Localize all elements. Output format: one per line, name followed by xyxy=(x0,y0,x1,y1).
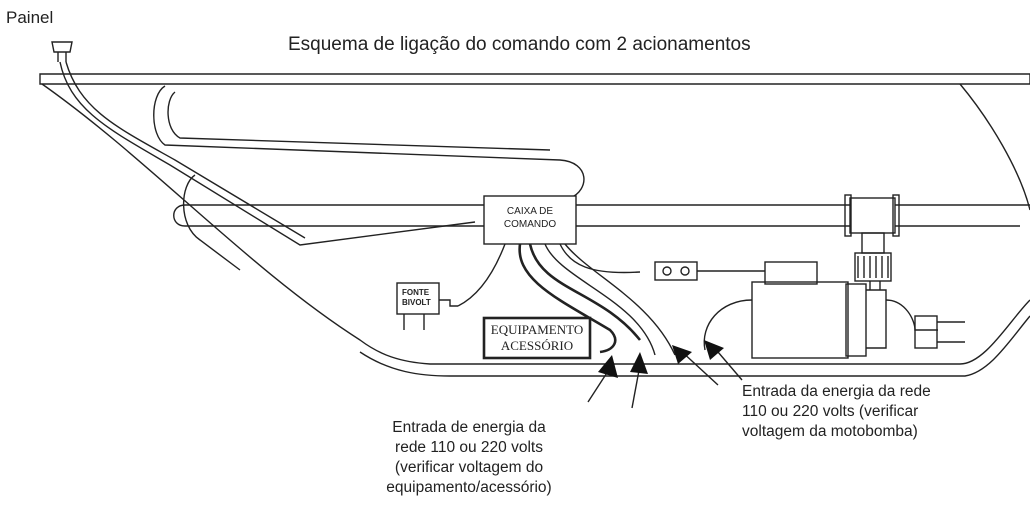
pump-note-line2: 110 ou 220 volts (verificar xyxy=(742,403,919,420)
wire-power-a xyxy=(528,243,642,341)
tub-body xyxy=(41,83,1030,365)
wire-to-pump xyxy=(559,243,641,274)
accessory-line1: EQUIPAMENTO xyxy=(490,322,584,337)
arrow-head-3 xyxy=(672,345,692,364)
tub-rim xyxy=(39,73,1030,85)
fonte-box xyxy=(396,282,440,315)
pump-outlet xyxy=(914,315,938,349)
pump-note-line3: voltagem da motobomba) xyxy=(742,423,918,440)
fonte-line1: FONTE xyxy=(402,288,430,297)
pump-capacitor xyxy=(764,261,818,285)
accessory-note-line2: rede 110 ou 220 volts xyxy=(395,439,543,456)
valve xyxy=(854,252,892,282)
sensor xyxy=(654,261,698,281)
pipe-loop-outer xyxy=(153,85,585,199)
accessory-note-line1: Entrada de energia da xyxy=(392,419,546,436)
panel-button xyxy=(51,41,73,53)
control-box-label: CAIXA DE COMANDO xyxy=(484,205,576,231)
accessory-line2: ACESSÓRIO xyxy=(500,338,574,353)
arrow-head-4 xyxy=(704,340,724,360)
diagram-title: Esquema de ligação do comando com 2 acio… xyxy=(288,34,751,55)
wire-to-fonte xyxy=(457,243,506,307)
pump-note-line1: Entrada da energia da rede xyxy=(742,383,931,400)
accessory-label: EQUIPAMENTO ACESSÓRIO xyxy=(484,322,590,354)
panel-label: Painel xyxy=(6,8,54,27)
pipe-loop-inner xyxy=(167,91,551,151)
arrow-head-2 xyxy=(630,352,648,374)
arrow-head-1 xyxy=(598,355,618,378)
wire-power-b xyxy=(544,243,656,356)
accessory-note-line3: (verificar voltagem do xyxy=(394,459,544,476)
fonte-label: FONTE BIVOLT xyxy=(402,288,431,308)
tee-connector xyxy=(849,197,896,234)
control-box-line2: COMANDO xyxy=(503,219,557,230)
pipe-bend-left xyxy=(173,204,186,227)
fonte-line2: BIVOLT xyxy=(402,298,431,307)
accessory-box xyxy=(482,316,592,360)
wire-to-accessory xyxy=(518,243,617,354)
control-box-line1: CAIXA DE xyxy=(506,206,554,217)
panel-cable xyxy=(59,61,476,246)
tub-floor xyxy=(359,315,1030,377)
pump-power-note: Entrada da energia da rede 110 ou 220 vo… xyxy=(742,382,931,442)
tub-end xyxy=(959,83,1030,211)
pipe-elbow xyxy=(182,174,241,271)
accessory-power-note: Entrada de energia da rede 110 ou 220 vo… xyxy=(364,418,574,498)
pump-body xyxy=(751,281,849,359)
control-box-frame xyxy=(483,195,577,245)
accessory-note-line4: equipamento/acessório) xyxy=(386,479,552,496)
